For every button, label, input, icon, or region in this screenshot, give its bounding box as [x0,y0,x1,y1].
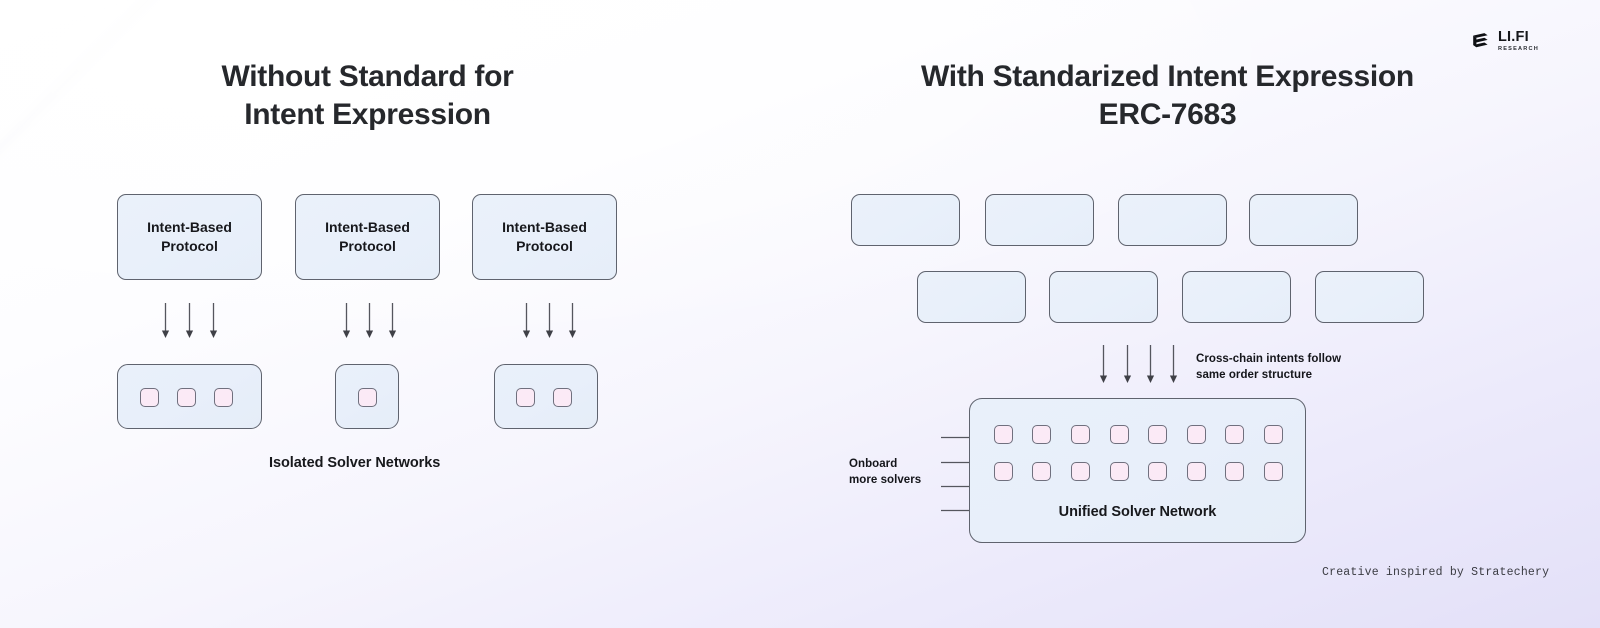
flow-arrow-down [208,303,219,344]
intent-based-protocol-box[interactable]: Intent-Based Protocol [472,194,617,280]
chain-box[interactable] [917,271,1026,323]
chain-box[interactable] [1118,194,1227,246]
chain-box[interactable] [1249,194,1358,246]
flow-arrow-down [544,303,555,344]
isolated-solver-network-box[interactable] [335,364,399,429]
chain-box[interactable] [1049,271,1158,323]
flow-arrow-down [364,303,375,344]
solver-node [1071,425,1090,444]
solver-node [516,388,535,407]
solver-node [358,388,377,407]
solver-node [1187,425,1206,444]
intent-based-protocol-box[interactable]: Intent-Based Protocol [117,194,262,280]
intent-based-protocol-box[interactable]: Intent-Based Protocol [295,194,440,280]
credit-text: Creative inspired by Stratechery [1322,566,1550,579]
isolated-solver-networks-caption: Isolated Solver Networks [269,455,441,471]
solver-node [1032,425,1051,444]
solver-node [140,388,159,407]
solver-node [1264,462,1283,481]
lifi-research-logo: LI.FI RESEARCH [1470,30,1539,52]
solver-node [214,388,233,407]
chain-box[interactable] [1315,271,1424,323]
chain-box[interactable] [1182,271,1291,323]
flow-arrow-down [1122,345,1133,389]
solver-node [1071,462,1090,481]
logo-wordmark: LI.FI [1498,29,1529,45]
flow-arrow-down [567,303,578,344]
logo-tagline: RESEARCH [1498,45,1539,52]
solver-node [1148,462,1167,481]
solver-node [1264,425,1283,444]
solver-node [994,462,1013,481]
solver-node [1187,462,1206,481]
flow-arrow-down [184,303,195,344]
flow-arrow-down [521,303,532,344]
solver-node [1225,425,1244,444]
chain-box[interactable] [985,194,1094,246]
chain-box[interactable] [851,194,960,246]
isolated-solver-network-box[interactable] [117,364,262,429]
cross-chain-flow-note: Cross-chain intents follow same order st… [1196,353,1342,382]
onboard-solvers-note: Onboard more solvers [849,458,922,487]
solver-node [1148,425,1167,444]
isolated-solver-network-box[interactable] [494,364,598,429]
flow-arrow-down [1145,345,1156,389]
flow-arrow-down [387,303,398,344]
solver-node [994,425,1013,444]
solver-node [1225,462,1244,481]
left-panel-title: Without Standard for Intent Expression [221,60,514,131]
lifi-stack-icon [1470,31,1491,52]
flow-arrow-down [1168,345,1179,389]
solver-node [177,388,196,407]
unified-solver-network-caption: Unified Solver Network [1058,504,1217,520]
unified-solver-network-box[interactable]: Unified Solver Network [969,398,1306,543]
flow-arrow-down [1098,345,1109,389]
solver-node [1110,462,1129,481]
flow-arrow-down [160,303,171,344]
right-panel-title: With Standarized Intent Expression ERC-7… [921,60,1414,131]
solver-node [1032,462,1051,481]
solver-node [553,388,572,407]
flow-arrow-down [341,303,352,344]
solver-node [1110,425,1129,444]
